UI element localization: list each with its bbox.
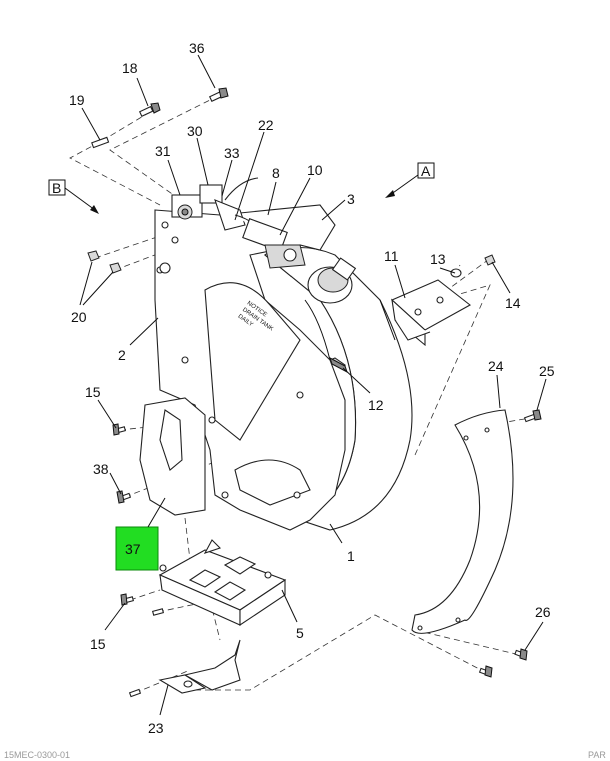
callout-24: 24 xyxy=(488,358,504,374)
callout-26: 26 xyxy=(535,604,551,620)
svg-text:B: B xyxy=(52,180,61,196)
callout-12: 12 xyxy=(368,397,384,413)
callout-5: 5 xyxy=(296,625,304,641)
callout-31: 31 xyxy=(155,143,171,159)
callout-22: 22 xyxy=(258,117,274,133)
callout-numbers: 1 2 3 5 8 10 11 12 13 14 15 15 18 19 20 … xyxy=(69,40,555,736)
callout-11: 11 xyxy=(384,248,399,264)
callout-8: 8 xyxy=(272,165,280,181)
fasteners xyxy=(87,87,542,698)
bracket-37 xyxy=(139,397,206,516)
callout-14: 14 xyxy=(505,295,521,311)
footer-left: 15MEC-0300-01 xyxy=(4,750,70,760)
callout-leaders xyxy=(79,54,547,716)
hardware-13-14 xyxy=(450,254,496,278)
callout-1: 1 xyxy=(347,548,355,564)
highlight-callout-37: 37 xyxy=(115,497,166,571)
svg-text:37: 37 xyxy=(125,541,141,557)
callout-25: 25 xyxy=(539,363,555,379)
callout-33: 33 xyxy=(224,145,240,161)
strap-24 xyxy=(411,409,514,634)
callout-13: 13 xyxy=(430,251,446,267)
callout-36: 36 xyxy=(189,40,205,56)
callout-30: 30 xyxy=(187,123,203,139)
callout-3: 3 xyxy=(347,191,355,207)
callout-15b: 15 xyxy=(90,636,106,652)
callout-2: 2 xyxy=(118,347,126,363)
callout-20: 20 xyxy=(71,309,87,325)
callout-19: 19 xyxy=(69,92,85,108)
svg-text:A: A xyxy=(421,163,431,179)
view-label-a: A xyxy=(385,162,435,198)
callout-15a: 15 xyxy=(85,384,101,400)
view-label-b: B xyxy=(48,179,99,214)
bracket-23 xyxy=(158,639,241,694)
callout-10: 10 xyxy=(307,162,323,178)
callout-38: 38 xyxy=(93,461,109,477)
bracket-11 xyxy=(391,279,471,347)
level-sensor xyxy=(242,218,306,269)
bracket-5 xyxy=(158,539,287,627)
callout-18: 18 xyxy=(122,60,138,76)
footer-right: PAR xyxy=(588,750,606,760)
callout-23: 23 xyxy=(148,720,164,736)
